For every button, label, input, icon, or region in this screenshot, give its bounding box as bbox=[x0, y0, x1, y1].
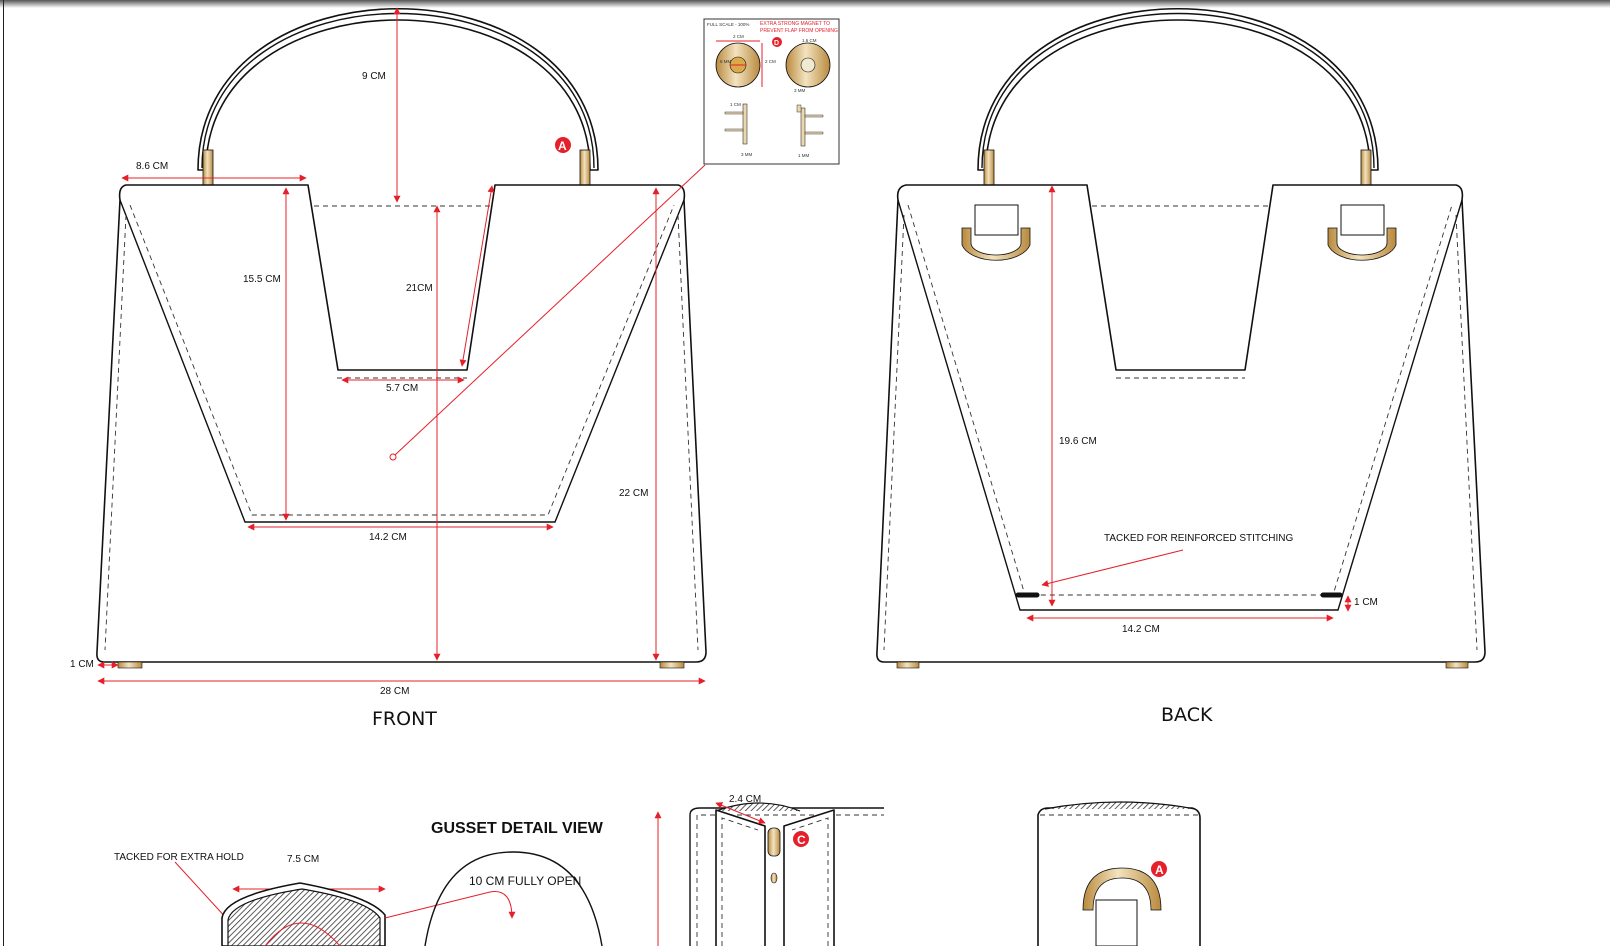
fully-open-note: 10 CM FULLY OPEN bbox=[469, 874, 581, 888]
scale-label: FULL SCALE - 100% bbox=[707, 22, 749, 27]
magnet-note-2: PREVENT FLAP FROM OPENING bbox=[760, 28, 838, 34]
back-view-label: BACK bbox=[1161, 704, 1213, 726]
badge-c: C bbox=[797, 833, 806, 847]
front-view: 9 CM 8.6 CM 15.5 CM 21CM 5.7 CM 14.2 CM … bbox=[70, 7, 707, 730]
dim-foot-offset: 1 CM bbox=[70, 659, 94, 670]
dim-zip-width: 2.4 CM bbox=[729, 794, 761, 805]
front-handle-stud-left bbox=[202, 149, 214, 186]
gusset-title: GUSSET DETAIL VIEW bbox=[431, 820, 604, 837]
svg-text:3 MM: 3 MM bbox=[794, 88, 806, 93]
front-body bbox=[96, 184, 707, 663]
dim-top-width: 8.6 CM bbox=[136, 161, 168, 172]
svg-text:3 MM: 3 MM bbox=[741, 152, 753, 157]
page-left-border bbox=[3, 0, 4, 946]
side-d-ring bbox=[1082, 867, 1162, 911]
front-flap bbox=[119, 199, 685, 523]
zipper-pull bbox=[767, 827, 781, 857]
front-view-label: FRONT bbox=[372, 708, 437, 730]
svg-text:A: A bbox=[558, 139, 567, 153]
svg-text:2 CM: 2 CM bbox=[733, 34, 744, 39]
dim-body-height: 22 CM bbox=[619, 488, 648, 499]
dim-cutout-width: 5.7 CM bbox=[386, 383, 418, 394]
front-handle-stud-right bbox=[579, 149, 591, 186]
dim-flap-height: 15.5 CM bbox=[243, 274, 281, 285]
back-view: 19.6 CM TACKED FOR REINFORCED STITCHING … bbox=[876, 8, 1486, 726]
svg-text:1 MM: 1 MM bbox=[798, 153, 810, 158]
svg-text:1.6 CM: 1.6 CM bbox=[802, 38, 817, 43]
d-ring-left bbox=[961, 204, 1031, 261]
dim-back-bottom-width: 14.2 CM bbox=[1122, 624, 1160, 635]
magnet-detail-inset: FULL SCALE - 100% EXTRA STRONG MAGNET TO… bbox=[703, 18, 840, 165]
tack-note: TACKED FOR EXTRA HOLD bbox=[114, 852, 244, 863]
badge-d: D bbox=[774, 40, 779, 47]
d-ring-right bbox=[1327, 204, 1397, 261]
window-top-edge bbox=[0, 0, 1610, 8]
back-handle bbox=[977, 8, 1379, 171]
gusset-detail: GUSSET DETAIL VIEW TACKED FOR EXTRA HOLD… bbox=[114, 794, 1201, 946]
dim-body-width: 28 CM bbox=[380, 686, 409, 697]
reinforced-stitching-note: TACKED FOR REINFORCED STITCHING bbox=[1104, 533, 1293, 544]
front-handle bbox=[197, 8, 599, 171]
svg-text:6 MM: 6 MM bbox=[720, 59, 732, 64]
dim-handle-height: 9 CM bbox=[362, 71, 386, 82]
back-body bbox=[876, 184, 1486, 663]
dim-flap-bottom-width: 14.2 CM bbox=[369, 532, 407, 543]
svg-text:1 CM: 1 CM bbox=[730, 102, 741, 107]
dim-gusset-width: 7.5 CM bbox=[287, 854, 319, 865]
callout-badge-a bbox=[555, 137, 571, 153]
svg-text:2 CM: 2 CM bbox=[765, 59, 776, 64]
dim-stitch-offset: 1 CM bbox=[1354, 597, 1378, 608]
magnet-note-1: EXTRA STRONG MAGNET TO bbox=[760, 21, 830, 27]
dim-back-height: 19.6 CM bbox=[1059, 436, 1097, 447]
dim-cutout-depth: 21CM bbox=[406, 283, 433, 294]
badge-a-side: A bbox=[1155, 863, 1164, 877]
